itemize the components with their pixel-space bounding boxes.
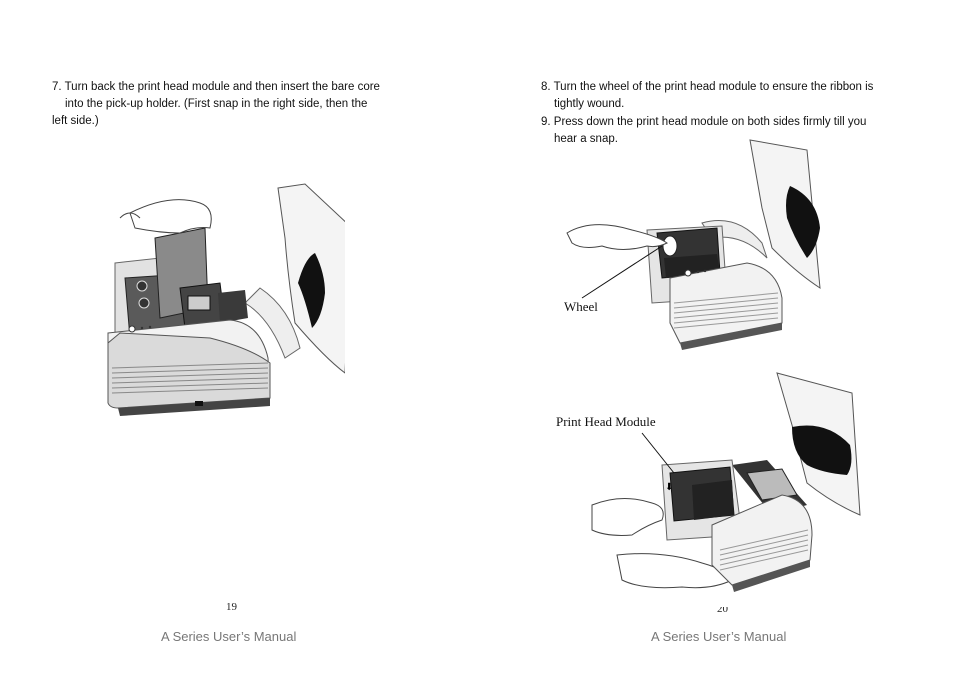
print-head-module-callout-label: Print Head Module: [556, 414, 656, 429]
step-8-instruction: 8. Turn the wheel of the print head modu…: [541, 79, 873, 113]
step-7-line-1: 7. Turn back the print head module and t…: [52, 81, 380, 93]
step-8-line-2: tightly wound.: [554, 98, 625, 110]
left-page: 7. Turn back the print head module and t…: [52, 79, 380, 644]
step-9-line-2: hear a snap.: [554, 133, 618, 145]
printer-core-insert-illustration: [107, 183, 345, 416]
svg-text:⬇: ⬇: [665, 482, 673, 493]
step-9-instruction: 9. Press down the print head module on b…: [541, 114, 866, 148]
footer-manual-title: A Series User’s Manual: [651, 629, 787, 644]
step-7-line-2: into the pick-up holder. (First snap in …: [65, 98, 368, 110]
step-7-line-3: left side.): [52, 115, 99, 127]
right-page: 8. Turn the wheel of the print head modu…: [477, 0, 954, 675]
step-9-line-1: 9. Press down the print head module on b…: [541, 116, 867, 128]
page-number: 19: [226, 601, 237, 613]
printer-wheel-illustration: [566, 139, 821, 350]
wheel-callout-label: Wheel: [564, 299, 598, 314]
footer-manual-title: A Series User’s Manual: [161, 629, 297, 644]
printer-press-head-illustration: ⬇ ⬇: [591, 372, 861, 592]
step-8-line-1: 8. Turn the wheel of the print head modu…: [541, 81, 874, 93]
page-number: 20: [717, 603, 728, 615]
step-7-instruction: 7. Turn back the print head module and t…: [52, 79, 380, 130]
